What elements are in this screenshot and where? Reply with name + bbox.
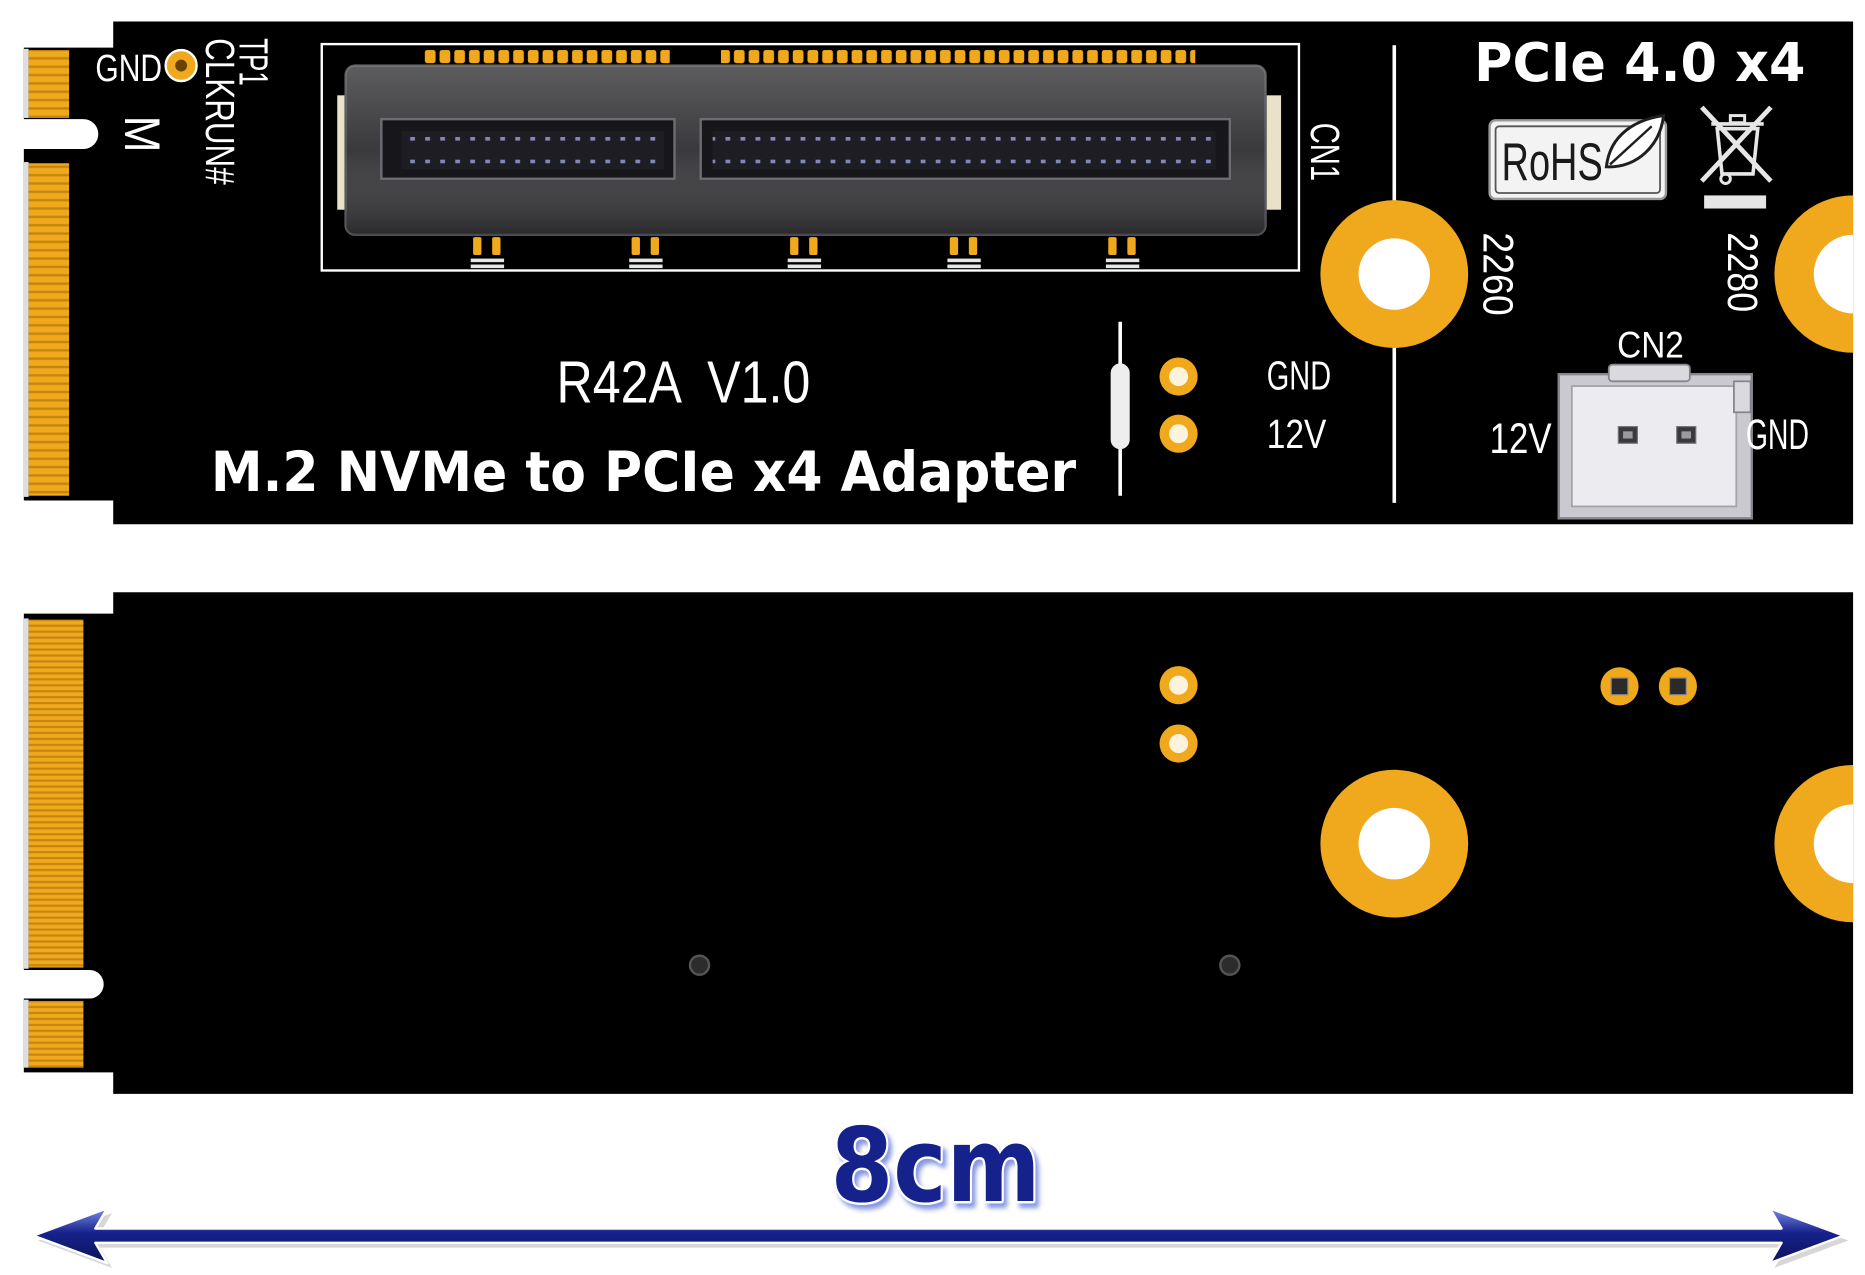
finger-group-long [28, 163, 70, 496]
cn1-pin-row-long [720, 50, 1196, 64]
rohs-logo: RoHS [1488, 113, 1668, 201]
cn1-slot-short-contacts [401, 131, 664, 170]
finger-group-short [28, 1000, 84, 1068]
product-name: M.2 NVMe to PCIe x4 Adapter [211, 440, 1076, 504]
finger-edge [23, 618, 29, 969]
12v-pad-hole [1169, 424, 1189, 444]
power-input-pads: GND 12V [1110, 321, 1331, 496]
square-pad [1668, 677, 1687, 696]
pad-label-gnd: GND [1267, 353, 1331, 399]
tp1-label: TP1 [231, 38, 277, 86]
cn2-side-rib [1733, 380, 1752, 414]
model-label: R42A V1.0 [557, 349, 811, 416]
test-point-tp1: GND TP1 CLKRUN# [95, 38, 276, 185]
cn1-label: CN1 [1302, 123, 1348, 181]
pad-silkscreen-capsule [1110, 363, 1130, 450]
finger-group-short [28, 50, 70, 118]
bottom-board-pcb [23, 592, 1854, 1094]
mount-notch [1813, 234, 1854, 314]
double-headed-arrow-icon [32, 1207, 1845, 1265]
cn2-gnd-label: GND [1746, 411, 1809, 459]
mount-hole-2260-back [1320, 769, 1469, 918]
mount-notch-2280-back [1774, 765, 1854, 923]
via [1219, 954, 1241, 976]
test-point-pad-center [175, 59, 188, 72]
mount-notch [1813, 804, 1854, 883]
weee-bar [1704, 195, 1767, 209]
cn2-power-header [1557, 363, 1753, 520]
cn2-solder-pads [1600, 667, 1697, 706]
mount-hole [1358, 238, 1431, 310]
via [688, 954, 711, 976]
mount-hole [1358, 807, 1431, 880]
cn1-pcie-slot [320, 42, 1301, 272]
back-pad-hole [1169, 675, 1189, 695]
cn2-latch [1607, 363, 1691, 383]
clkrun-label: CLKRUN# [197, 38, 243, 185]
mount-notch-2280 [1774, 195, 1854, 353]
dimension-indicator: 8cm [32, 1105, 1849, 1268]
edge-connector-fingers-back [23, 618, 84, 1068]
cn1-silkscreen-outline [320, 42, 1301, 272]
rohs-label: RoHS [1502, 134, 1603, 192]
square-pad [1610, 677, 1629, 696]
gnd-pad-hole [1169, 367, 1189, 387]
cn2-pin-tip [1681, 431, 1692, 439]
bottom-board [23, 592, 1854, 1094]
top-board: GND TP1 CLKRUN# M CN1 [23, 21, 1854, 525]
spec-title: PCIe 4.0 x4 [1474, 31, 1805, 94]
cn2-12v-label: 12V [1490, 415, 1552, 463]
cn2-label: CN2 [1617, 324, 1684, 365]
dimension-label: 8cm [831, 1107, 1041, 1226]
leaf-icon [1604, 113, 1666, 169]
finger-edge [23, 999, 29, 1068]
cn1-slot-long-contacts [712, 131, 1216, 170]
pad-label-12v: 12V [1267, 411, 1327, 457]
edge-connector-fingers [23, 48, 70, 497]
length-2260-label: 2260 [1474, 232, 1522, 315]
rohs-badge-inner [1494, 125, 1661, 194]
cn1-side-tab-left [337, 95, 348, 210]
cn1-pin-row-short [423, 50, 670, 64]
length-2280-label: 2280 [1718, 232, 1766, 312]
cn2-cavity [1570, 385, 1738, 508]
cn2-pin-tip [1623, 431, 1633, 439]
m-key-label: M [114, 116, 170, 153]
mount-hole-2260 [1320, 200, 1469, 348]
tp-gnd-label: GND [95, 47, 162, 90]
finger-group-long [28, 619, 84, 968]
finger-edge [23, 162, 29, 497]
cn1-side-tab-right [1265, 95, 1282, 210]
back-pad-hole [1169, 734, 1189, 754]
finger-edge [23, 48, 29, 118]
crossed-wheelie-bin-icon [1699, 105, 1773, 209]
